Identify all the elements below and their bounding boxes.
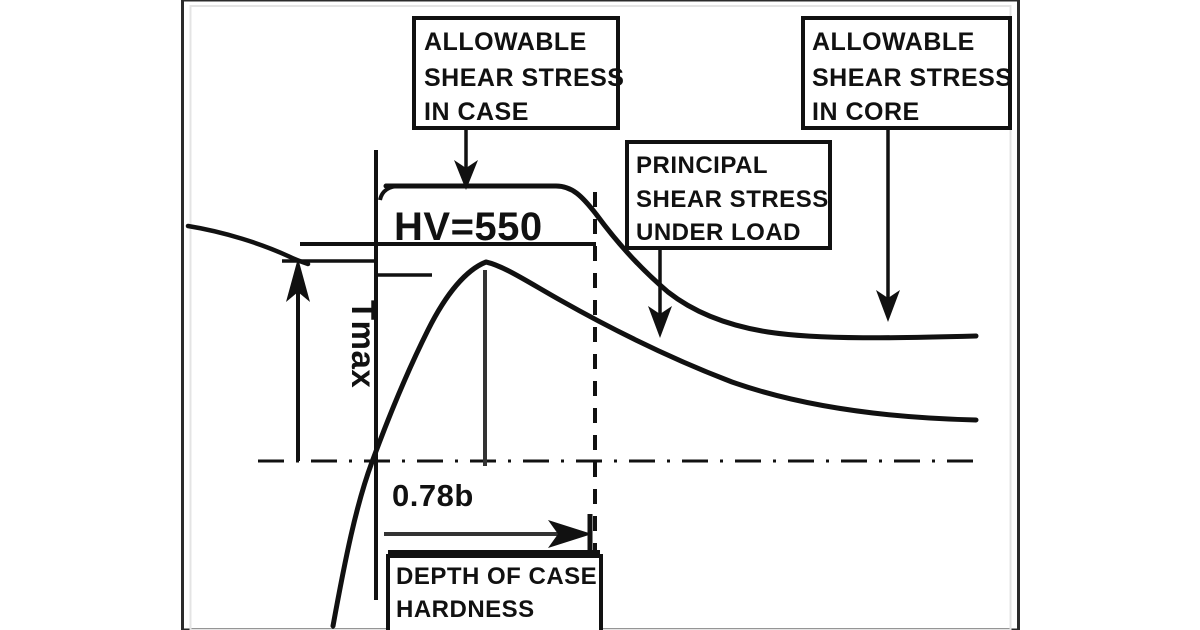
callout-box [801, 16, 1012, 130]
callout-line-2: SHEAR STRESS [812, 64, 1012, 92]
hardness-plateau-bracket [378, 184, 401, 201]
callout-line-3: IN CASE [424, 98, 529, 126]
figure-inner-frame [189, 5, 1012, 630]
callout-line-1: ALLOWABLE [812, 28, 975, 56]
callout-case-arrowhead-icon [454, 160, 478, 190]
callout-line-1: ALLOWABLE [424, 28, 587, 56]
callout-line-3: IN CORE [812, 98, 920, 126]
callout-core-arrowhead-icon [876, 290, 900, 322]
callout-line-2: HARDNESS [396, 596, 535, 623]
surface-reference-curve [185, 223, 311, 267]
callout-allowable-shear-stress-in-core: ALLOWABLE SHEAR STRESS IN CORE [801, 16, 1012, 130]
callout-box [625, 140, 832, 250]
callout-line-3: UNDER LOAD [636, 219, 801, 246]
hardness-value-label: HV=550 [394, 205, 543, 249]
callout-line-2: SHEAR STRESS [424, 64, 624, 92]
principal-shear-stress-curve [330, 259, 979, 629]
callout-line-1: PRINCIPAL [636, 152, 768, 179]
contact-half-width-label: 0.78b [392, 478, 474, 513]
callout-line-2: SHEAR STRESS [636, 186, 829, 213]
callout-line-1: DEPTH OF CASE [396, 563, 597, 590]
tau-max-arrowhead-icon [286, 258, 310, 302]
callout-box [386, 554, 603, 630]
callout-box [412, 16, 620, 130]
callout-principal-shear-stress-under-load: PRINCIPAL SHEAR STRESS UNDER LOAD [625, 140, 832, 250]
tau-max-label: Tmax [345, 300, 382, 388]
callout-depth-of-case-hardness: DEPTH OF CASE HARDNESS [386, 554, 603, 630]
depth-of-case-arrowhead-icon [548, 520, 592, 548]
allowable-shear-stress-curve [383, 183, 979, 341]
callout-allowable-shear-stress-in-case: ALLOWABLE SHEAR STRESS IN CASE [412, 16, 624, 130]
callout-principal-arrowhead-icon [648, 306, 672, 338]
